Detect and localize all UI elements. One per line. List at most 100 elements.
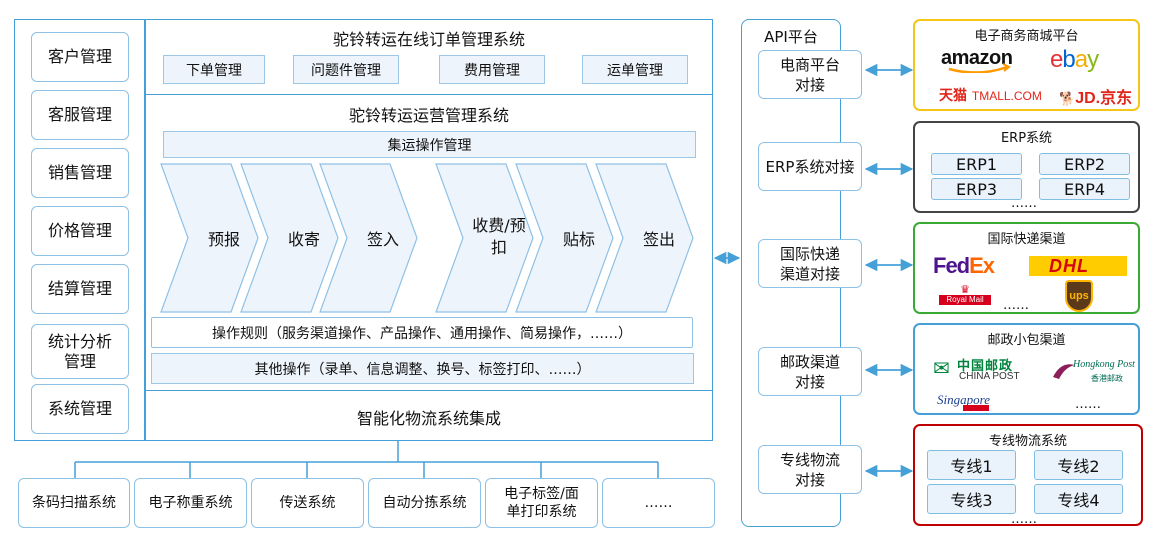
fedex-logo: FedEx [933, 253, 995, 279]
integration-title: 智能化物流系统集成 [356, 409, 501, 428]
api-ecommerce[interactable]: 电商平台对接 [758, 50, 862, 99]
hongkong-post-icon [1053, 364, 1075, 379]
api-express[interactable]: 国际快递渠道对接 [758, 239, 862, 288]
step-receive[interactable]: 收寄 [287, 230, 320, 249]
dedicated-title: 专线物流系统 [988, 434, 1067, 449]
dhl-wordmark: DHL [1049, 256, 1089, 276]
tmall-en: TMALL.COM [971, 89, 1042, 103]
ups-logo: ups [1065, 280, 1093, 312]
chevron-checkin [319, 163, 418, 313]
sys-barcode[interactable]: 条码扫描系统 [18, 478, 130, 528]
nav-price[interactable]: 价格管理 [31, 206, 129, 256]
dedicated-1[interactable]: 专线1 [927, 450, 1016, 480]
erp-4[interactable]: ERP4 [1039, 178, 1130, 200]
jd-logo: 🐕JD.京东 [1059, 84, 1132, 108]
singapore-post-bar [963, 405, 989, 411]
api-erp[interactable]: ERP系统对接 [758, 142, 862, 191]
erp-systems: ERP系统 ERP1 ERP2 ERP3 ERP4 …… [913, 121, 1140, 213]
sys-label-print-label: 电子标签/面单打印系统 [504, 486, 579, 520]
chevron-charge [435, 163, 534, 313]
dedicated-2[interactable]: 专线2 [1034, 450, 1123, 480]
chevron-receive [240, 163, 339, 313]
dhl-logo: DHL [1029, 256, 1127, 276]
ebay-e: e [1050, 46, 1063, 73]
step-label[interactable]: 贴标 [562, 230, 595, 249]
erp-2[interactable]: ERP2 [1039, 153, 1130, 175]
consolidation-bar[interactable]: 集运操作管理 [163, 131, 696, 158]
hongkong-post-logo: Hongkong Post 香港邮政 [1051, 357, 1137, 389]
singapore-post-logo: Singapore [937, 389, 1007, 413]
tab-order[interactable]: 下单管理 [163, 55, 265, 84]
divider-order-ops [145, 94, 713, 95]
ecommerce-title: 电子商务商城平台 [974, 29, 1079, 44]
postal-more: …… [1075, 397, 1101, 412]
express-more: …… [1003, 298, 1029, 313]
hongkong-post-cn: 香港邮政 [1091, 374, 1123, 383]
nav-statistics-label: 统计分析管理 [47, 331, 112, 371]
china-post-logo: ✉ 中国邮政 CHINA POST [933, 355, 1033, 385]
royal-mail-label: Royal Mail [939, 295, 991, 305]
fedex-ex: Ex [969, 253, 995, 278]
tab-fee[interactable]: 费用管理 [439, 55, 545, 84]
api-erp-label: ERP系统对接 [765, 157, 855, 176]
step-charge[interactable]: 收费/预扣 [472, 216, 526, 257]
order-system-title: 驼铃转运在线订单管理系统 [332, 30, 525, 49]
sys-sorting[interactable]: 自动分拣系统 [368, 478, 481, 528]
amazon-wordmark: amazon [941, 47, 1013, 69]
amazon-smile-icon [948, 63, 1011, 73]
ops-system-title: 驼铃转运运营管理系统 [348, 106, 509, 125]
dedicated-3[interactable]: 专线3 [927, 484, 1016, 514]
step-checkout[interactable]: 签出 [642, 230, 675, 249]
api-dedicated[interactable]: 专线物流对接 [758, 445, 862, 494]
erp-1[interactable]: ERP1 [931, 153, 1022, 175]
chevron-checkout [595, 163, 694, 313]
step-forecast[interactable]: 预报 [207, 230, 240, 249]
postal-channels: 邮政小包渠道 ✉ 中国邮政 CHINA POST Hongkong Post 香… [913, 323, 1140, 415]
jd-wordmark: JD.京东 [1075, 90, 1133, 107]
express-channels: 国际快递渠道 FedEx DHL ♛ Royal Mail …… ups [913, 222, 1140, 314]
nav-sales[interactable]: 销售管理 [31, 148, 129, 198]
tab-waybill[interactable]: 运单管理 [582, 55, 688, 84]
api-postal-label: 邮政渠道对接 [779, 352, 840, 391]
sys-weighing[interactable]: 电子称重系统 [134, 478, 247, 528]
erp-3[interactable]: ERP3 [931, 178, 1022, 200]
chevron-forecast [160, 163, 259, 313]
amazon-logo: amazon [941, 47, 1021, 73]
crown-icon: ♛ [960, 283, 970, 296]
ebay-a: a [1074, 46, 1088, 73]
sys-label-print[interactable]: 电子标签/面单打印系统 [485, 478, 598, 528]
china-post-emblem-icon: ✉ [933, 356, 950, 380]
api-express-label: 国际快递渠道对接 [779, 244, 840, 283]
sys-more: …… [602, 478, 715, 528]
sys-conveyor[interactable]: 传送系统 [251, 478, 364, 528]
hongkong-post-en: Hongkong Post [1073, 359, 1135, 370]
ebay-y: y [1087, 46, 1099, 73]
nav-customer[interactable]: 客户管理 [31, 32, 129, 82]
nav-system[interactable]: 系统管理 [31, 384, 129, 434]
dedicated-4[interactable]: 专线4 [1034, 484, 1123, 514]
dedicated-more: …… [1011, 512, 1037, 527]
tmall-logo: 天猫 TMALL.COM [939, 85, 1042, 105]
nav-customer-service[interactable]: 客服管理 [31, 90, 129, 140]
nav-settlement[interactable]: 结算管理 [31, 264, 129, 314]
nav-statistics[interactable]: 统计分析管理 [31, 324, 129, 379]
step-checkin[interactable]: 签入 [366, 230, 399, 249]
singapore-post-wordmark: Singapore [937, 392, 990, 407]
other-operations-bar[interactable]: 其他操作（录单、信息调整、换号、标签打印、……） [151, 353, 694, 384]
api-ecommerce-label: 电商平台对接 [779, 55, 840, 94]
postal-title: 邮政小包渠道 [987, 333, 1066, 348]
operation-rules-bar[interactable]: 操作规则（服务渠道操作、产品操作、通用操作、简易操作，……） [151, 317, 693, 348]
china-post-cn: 中国邮政 [957, 359, 1014, 374]
tab-problem[interactable]: 问题件管理 [293, 55, 399, 84]
api-title: API平台 [764, 28, 818, 46]
api-dedicated-label: 专线物流对接 [779, 450, 840, 489]
api-postal[interactable]: 邮政渠道对接 [758, 347, 862, 396]
dedicated-lines: 专线物流系统 专线1 专线2 专线3 专线4 …… [913, 424, 1143, 527]
express-title: 国际快递渠道 [987, 232, 1066, 247]
erp-more: …… [1011, 196, 1037, 211]
ebay-logo: ebay [1050, 46, 1099, 73]
tmall-cn: 天猫 [939, 88, 967, 104]
